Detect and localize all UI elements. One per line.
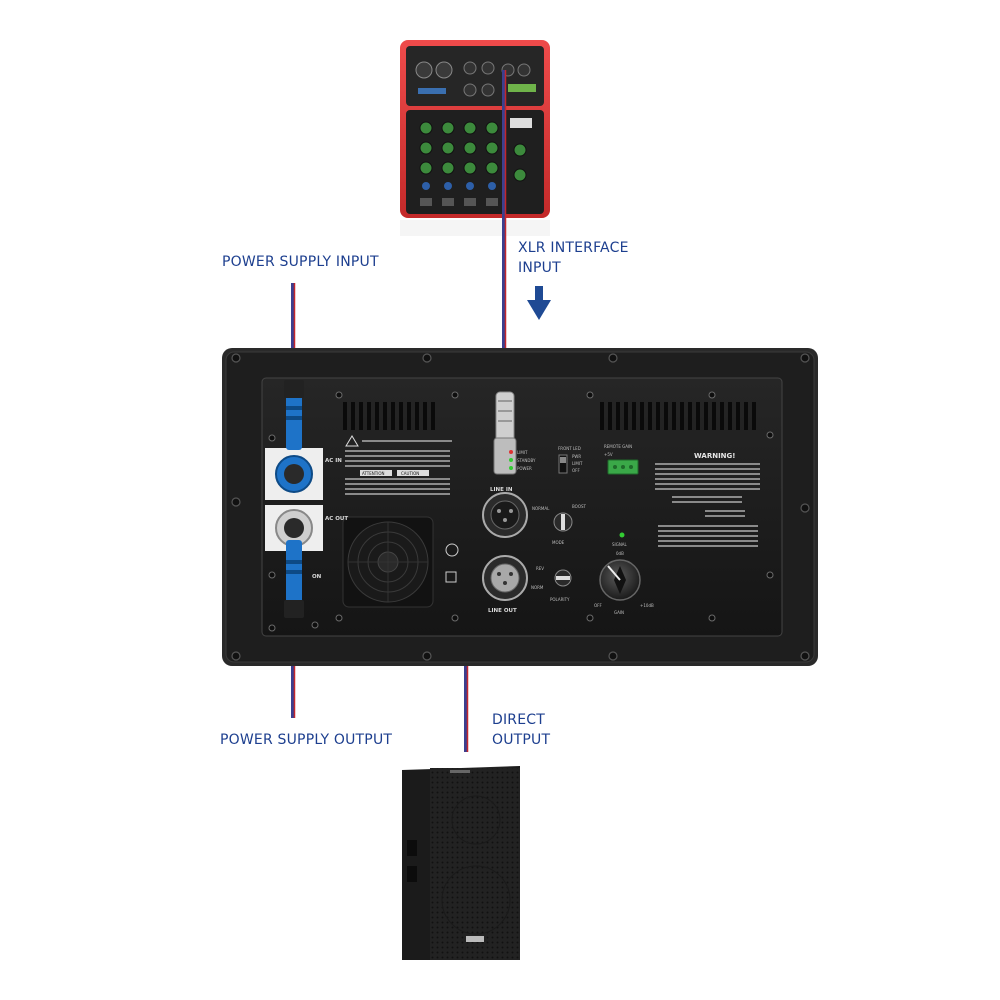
mode-boost-label: BOOST (572, 504, 587, 509)
signal-label: SIGNAL (612, 542, 628, 547)
caution-label: CAUTION (401, 471, 419, 476)
signal-led (619, 532, 625, 538)
gain-knob[interactable] (599, 559, 641, 601)
amplifier-panel: ATTENTION CAUTION AC IN AC OUT (222, 348, 818, 666)
xlr-input-cable (502, 70, 507, 392)
polarity-rev-label: REV (536, 566, 544, 571)
line-out-label: LINE OUT (488, 608, 517, 614)
polarity-label: POLARITY (550, 597, 570, 602)
powercon-section: AC IN AC OUT ON (265, 380, 348, 618)
xlr-section: LINE IN LINE OUT (482, 391, 528, 614)
gain-label: GAIN (614, 610, 624, 615)
warning-text-block-right: WARNING! (655, 452, 760, 547)
mode-normal-label: NORMAL (532, 506, 550, 511)
remote-gain-label: REMOTE GAIN (604, 444, 632, 449)
cooling-fan (342, 516, 434, 608)
remote-gain-pins: +5V (604, 452, 613, 457)
down-arrow-icon (527, 286, 551, 320)
front-led-pwr: PWR (572, 454, 581, 459)
front-led-switch[interactable]: FRONT LED PWR LIMIT OFF (558, 446, 583, 474)
gain-off-label: OFF (594, 603, 602, 608)
remote-gain-connector[interactable]: REMOTE GAIN +5V (604, 444, 639, 475)
mixer-device (400, 40, 550, 236)
power-led-label: POWER (517, 466, 532, 471)
front-led-limit: LIMIT (572, 461, 583, 466)
status-leds: LIMIT STANDBY POWER (509, 450, 536, 471)
polarity-norm-label: NORM (531, 585, 544, 590)
line-in-label: LINE IN (490, 487, 513, 493)
power-supply-output-label: POWER SUPPLY OUTPUT (220, 732, 392, 748)
limit-led-label: LIMIT (517, 450, 528, 455)
front-led-off: OFF (572, 468, 580, 473)
speaker-cabinet (402, 766, 520, 960)
direct-output-label-line1: DIRECT (492, 712, 545, 728)
gain-0db-label: 0dB (616, 551, 624, 556)
power-supply-input-label: POWER SUPPLY INPUT (222, 254, 379, 270)
warning-title: WARNING! (694, 452, 735, 460)
xlr-interface-label-line2: INPUT (518, 260, 561, 276)
on-label: ON (312, 574, 322, 580)
standby-led-label: STANDBY (517, 458, 536, 463)
gain-plus10db-label: +10dB (640, 603, 654, 608)
front-led-label: FRONT LED (558, 446, 581, 451)
polarity-switch[interactable]: REV NORM POLARITY (531, 566, 572, 602)
xlr-interface-label-line1: XLR INTERFACE (518, 240, 629, 256)
mode-label: MODE (552, 540, 565, 545)
mode-switch[interactable]: NORMAL BOOST MODE (532, 504, 587, 545)
direct-output-label-line2: OUTPUT (492, 732, 551, 748)
speaker-logo (466, 936, 484, 942)
attention-label: ATTENTION (362, 471, 385, 476)
warning-text-block-left: ATTENTION CAUTION (345, 435, 452, 495)
ac-in-label: AC IN (325, 458, 342, 464)
ac-out-label: AC OUT (325, 516, 348, 522)
